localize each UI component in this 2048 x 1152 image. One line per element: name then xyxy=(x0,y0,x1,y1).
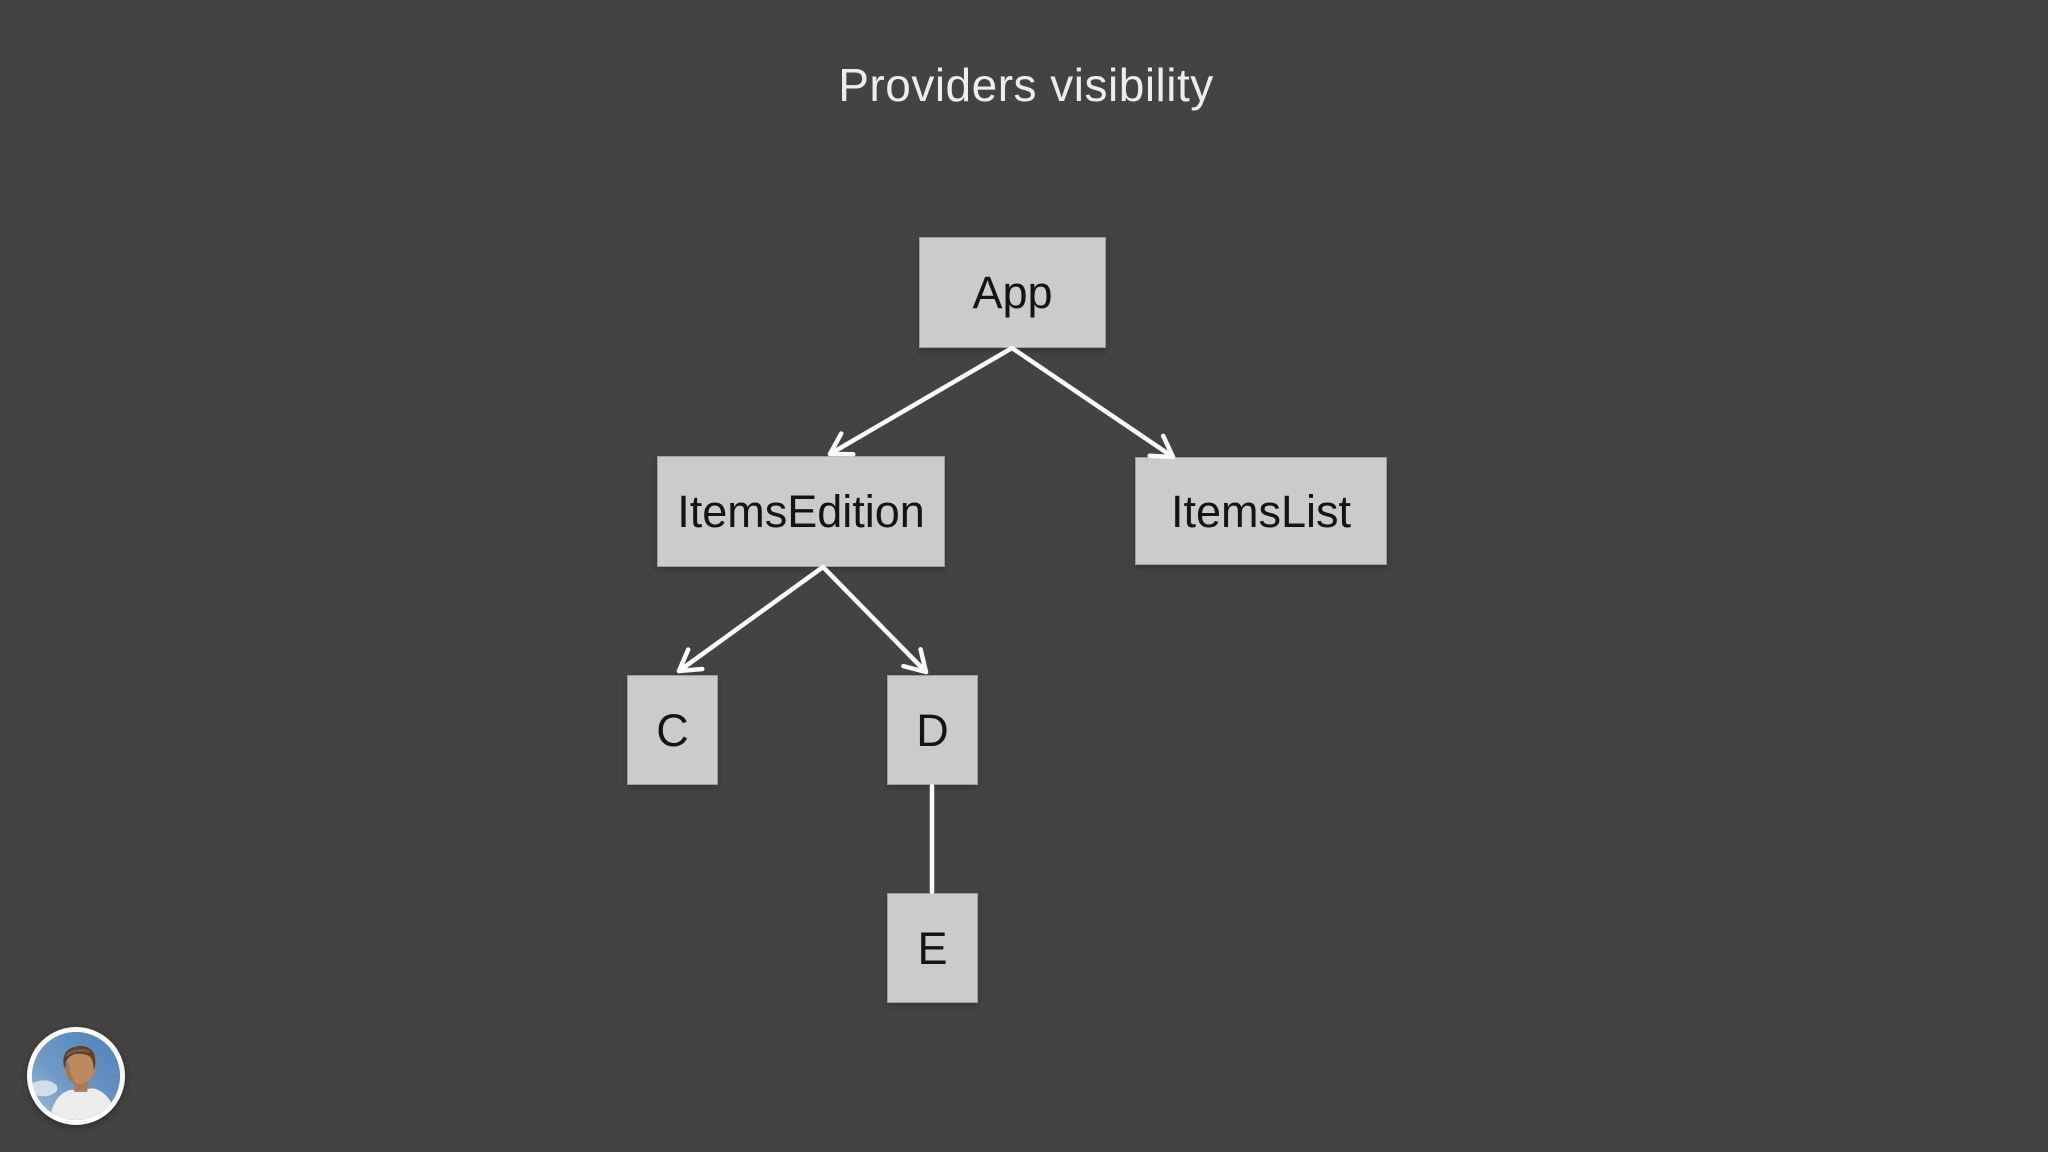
tree-node-app-label: App xyxy=(972,267,1053,318)
edge-itemsedition-c xyxy=(676,564,826,674)
edge-itemsedition-d xyxy=(820,564,929,675)
presenter-avatar xyxy=(27,1027,125,1125)
edge-app-itemslist xyxy=(1009,345,1176,460)
page-title: Providers visibility xyxy=(838,59,1214,111)
tree-node-c: C xyxy=(627,675,718,785)
tree-node-e: E xyxy=(887,893,978,1003)
tree-node-d-label: D xyxy=(916,704,949,756)
tree-node-items-edition: ItemsEdition xyxy=(657,456,945,567)
edge-app-itemsedition xyxy=(827,345,1015,457)
tree-node-items-edition-label: ItemsEdition xyxy=(677,486,925,537)
tree-node-app: App xyxy=(919,237,1106,348)
tree-node-items-list: ItemsList xyxy=(1135,457,1387,565)
presenter-photo-icon xyxy=(32,1032,120,1120)
tree-node-items-list-label: ItemsList xyxy=(1170,485,1352,537)
tree-node-d: D xyxy=(887,675,978,785)
tree-node-c-label: C xyxy=(656,704,689,756)
tree-node-e-label: E xyxy=(917,922,948,974)
